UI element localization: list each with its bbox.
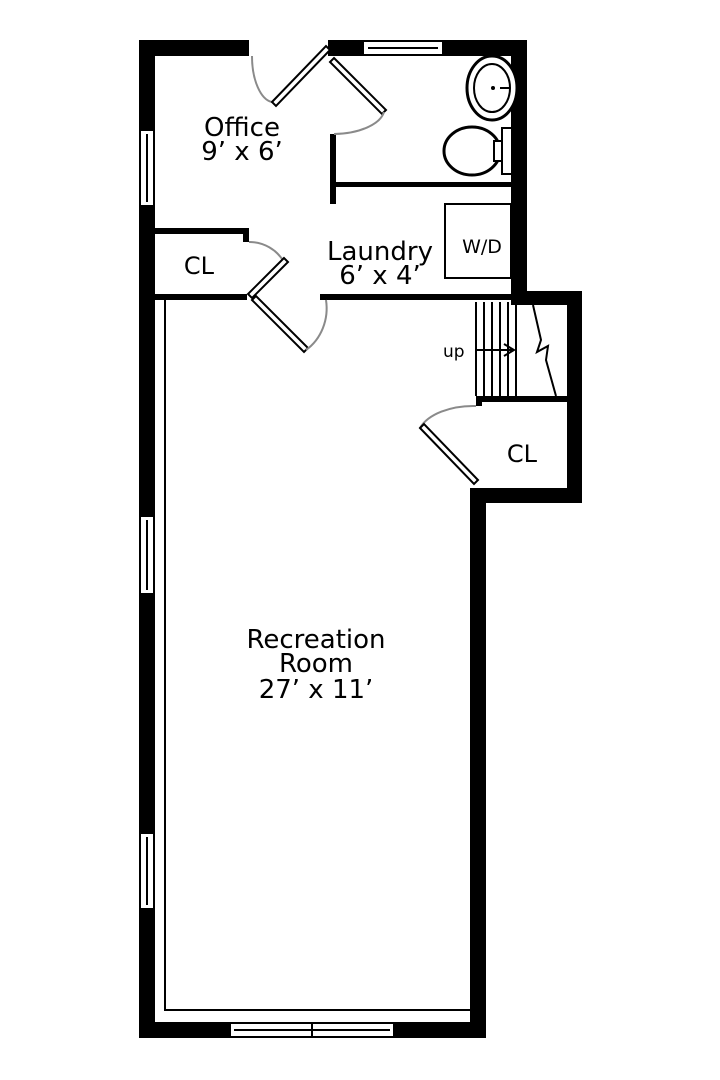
windows: [139, 40, 452, 1038]
door-leaf-rec: [250, 294, 310, 354]
door-closet-upper-swing: [248, 240, 285, 263]
door-leaf-office: [270, 44, 332, 108]
door-closet-lower-swing: [419, 404, 477, 429]
washer-dryer-label: W/D: [462, 236, 502, 258]
door-leaf-closet-upper: [246, 256, 290, 300]
door-leaf-bath: [328, 56, 388, 116]
bathroom-fixtures: [442, 54, 519, 177]
doors: [246, 44, 480, 486]
door-bath-swing: [333, 111, 385, 135]
stairs: up: [443, 302, 557, 397]
toilet-tank: [501, 127, 513, 175]
exterior-walls: [139, 40, 582, 1038]
interior-walls: [155, 134, 568, 406]
washer-dryer: W/D: [444, 203, 512, 279]
laundry-name: Laundry: [327, 237, 433, 267]
office-name: Office: [204, 113, 280, 143]
closet-upper-name: CL: [184, 252, 215, 280]
room-labels: Office 9’ x 6’ CL Laundry 6’ x 4’ CL Rec…: [184, 113, 538, 705]
toilet-bowl: [442, 125, 502, 177]
door-office-top: [250, 55, 273, 103]
wall-inner-lines: [164, 300, 470, 1011]
recreation-name-1: Recreation: [246, 625, 385, 655]
laundry-size: 6’ x 4’: [339, 261, 421, 291]
door-rec-swing: [305, 299, 328, 351]
closet-lower-name: CL: [507, 440, 538, 468]
stairs-up-label: up: [443, 342, 465, 362]
recreation-name-2: Room: [279, 649, 353, 679]
door-leaf-closet-lower: [418, 422, 480, 486]
recreation-size: 27’ x 11’: [259, 675, 374, 705]
office-size: 9’ x 6’: [201, 137, 283, 167]
